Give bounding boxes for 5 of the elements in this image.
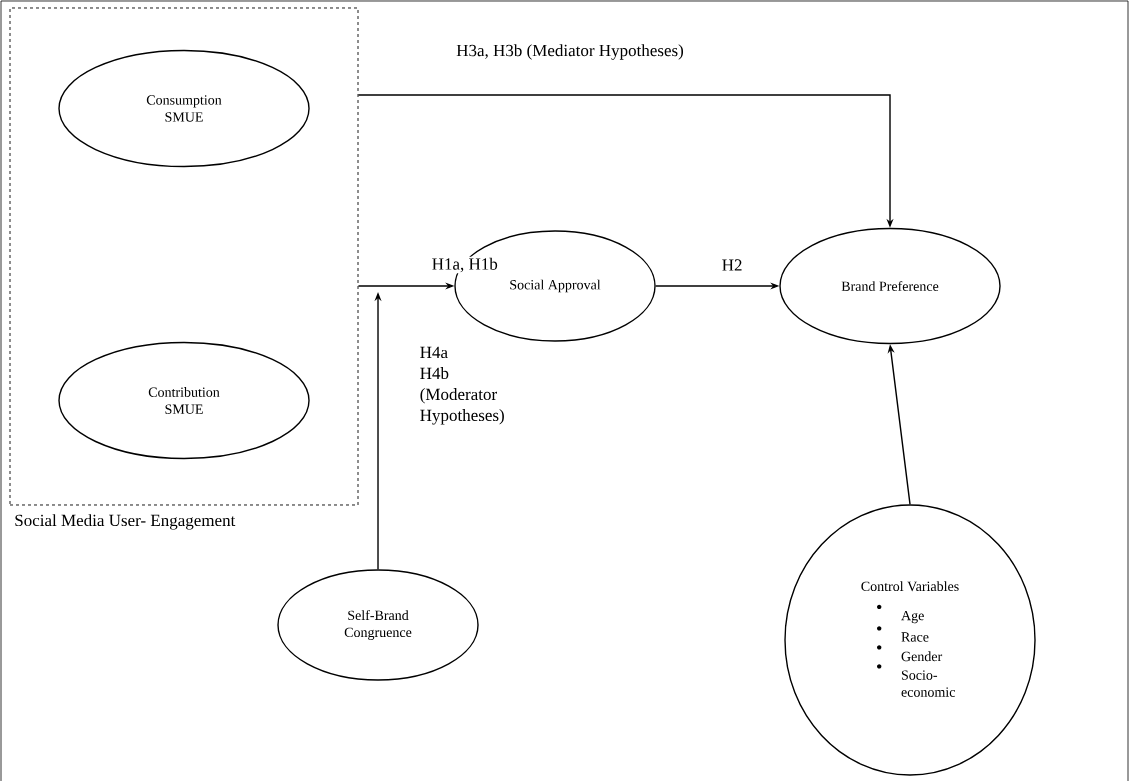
edge-label: H4a H4b (Moderator Hypotheses) [418,345,504,426]
edge-label: H1a, H1b [430,256,499,274]
node-label: Social Media User- Engagement [15,514,236,530]
edge-label: H2 [720,258,744,272]
edge-label: H3a, H3b (Mediator Hypotheses) [455,43,685,61]
